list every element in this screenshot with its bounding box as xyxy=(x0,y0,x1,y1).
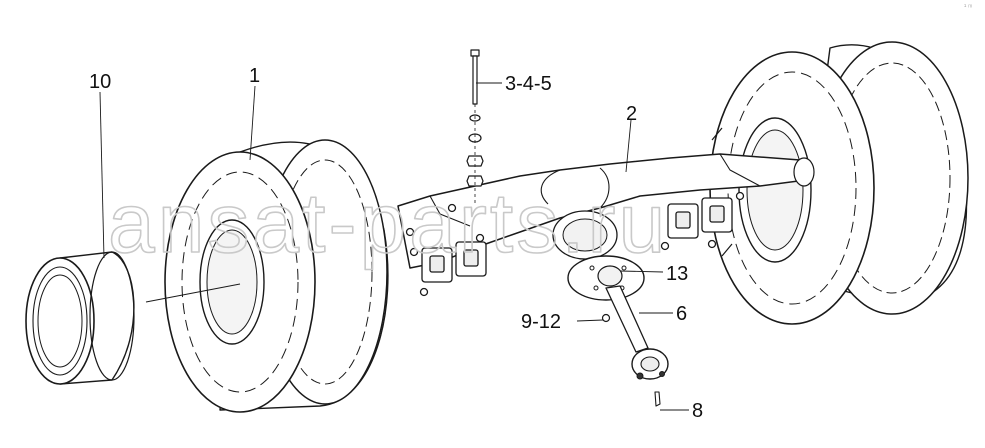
callout-shaft: 6 xyxy=(676,303,687,325)
mounting-blocks xyxy=(405,191,745,297)
fastener-stack xyxy=(466,49,484,206)
callout-hub-disc: 13 xyxy=(666,263,688,285)
callout-end-bolt: 8 xyxy=(692,400,703,422)
callout-rim: 10 xyxy=(89,71,111,93)
hub-and-shaft xyxy=(567,255,669,407)
callout-fastener-set: 3-4-5 xyxy=(505,73,552,95)
right-dual-tires xyxy=(699,41,969,325)
callout-axle-beam: 2 xyxy=(626,103,637,125)
axle-beam xyxy=(397,153,815,269)
callout-tire: 1 xyxy=(249,65,260,87)
left-dual-tires xyxy=(164,139,389,413)
leader-lines xyxy=(99,82,689,411)
wheel-rim xyxy=(25,251,135,385)
watermark-text: ansat-parts.ru xyxy=(108,176,668,270)
callout-bolts: 9-12 xyxy=(521,311,561,333)
assembly-line xyxy=(145,283,241,303)
callout-labels: 10 1 3-4-5 2 13 9-12 6 8 ¹ ᵐ xyxy=(89,4,972,422)
corner-mark: ¹ ᵐ xyxy=(964,4,972,11)
